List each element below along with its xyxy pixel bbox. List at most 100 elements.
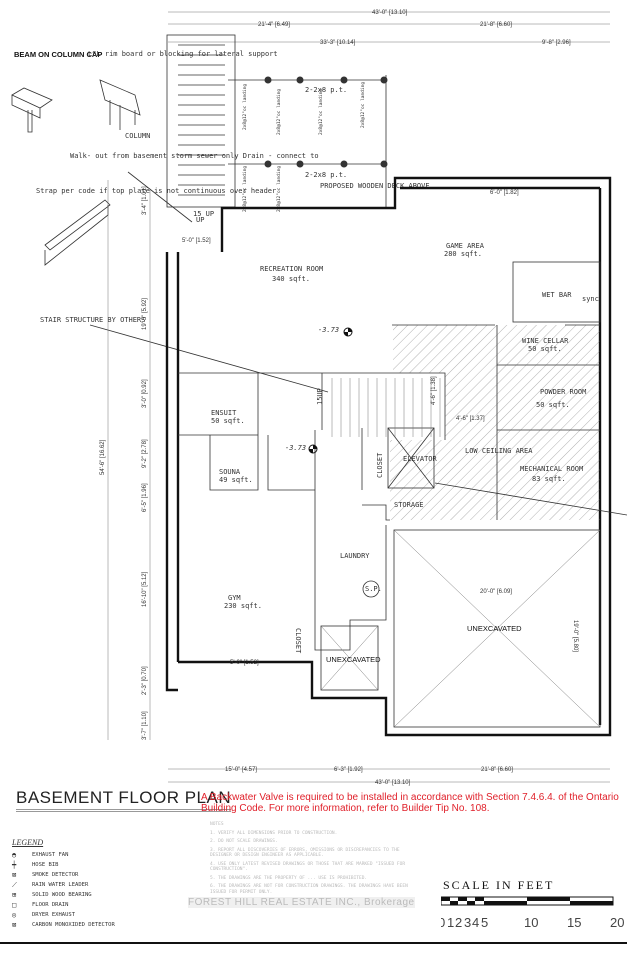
room-game-area: 280 sqft. [444,250,482,258]
legend-label: FLOOR DRAIN [32,902,69,908]
note-item: 1. VERIFY ALL DIMENSIONS PRIOR TO CONSTR… [210,830,338,836]
room-powder-area: 50 sqft. [536,401,570,409]
deck-joist-label: 2x8@12"oc landing [276,89,282,135]
dim-bottom-c: 21'-8" [6.60] [481,767,513,773]
deck-joist-label: 2x8@12"oc landing [318,89,324,135]
room-sauna-area: 49 sqft. [219,476,253,484]
scale-tick-label: 0 [441,915,445,930]
dim-unex-w: 20'-0" [6.09] [480,589,512,595]
solid-wood-bearing-icon: ⊞ [12,891,17,899]
interior-dimensions: 4'-6" [1.38] 4'-6" [1.37] 5'-0" [1.52] [230,376,485,666]
dim-left-e: 6'-5" [1.96] [142,483,148,512]
legend-item: ⟋RAIN WATER LEADER [12,880,115,890]
deck-label: PROPOSED WOODEN DECK ABOVE [320,182,430,190]
dim-left-d: 9'-2" [2.78] [142,439,148,468]
notes-heading: NOTES [210,822,224,827]
floor-drain-icon: □ [12,901,17,909]
deck-post [296,160,304,168]
legend-item: ◎ DRYER EXHAUST [12,910,115,920]
dryer-exhaust-icon: ◎ [12,911,17,919]
scale-title: SCALE IN FEET [443,878,555,892]
low-ceiling-hatch [390,325,600,520]
room-wine-name: WINE CELLAR [522,337,569,345]
bottom-dimensions: 15'-0" [4.57] 6'-3" [1.92] 21'-8" [6.60]… [168,767,610,786]
scale-tick-label: 20 [610,915,624,930]
note-item: 6. THE DRAWINGS ARE NOT FOR CONSTRUCTION… [210,884,408,895]
room-ensuite-name: ENSUIT [211,409,237,417]
room-powder-name: POWDER ROOM [540,388,586,396]
room-wine-area: 50 sqft. [528,345,562,353]
scale-segment [570,901,613,905]
hall-closet-label: CLOSET [376,452,384,478]
dim-left-f: 16'-10" [5.12] [142,571,148,607]
lsl-rim-note: LSL rim board or blocking for lateral su… [88,50,278,58]
dim-left-c: 3'-0" [0.92] [142,379,148,408]
exhaust-fan-icon: ◓ [12,851,17,859]
dim-left-a: 3'-4" [1.01] [142,186,148,215]
backwater-valve-note: A Backwater Valve is required to be inst… [201,792,619,814]
deck-framing: 2x8@12"oc landing 2x8@12"oc landing 2x8@… [166,34,430,244]
hose-bib-icon: ┿ [12,861,17,869]
unexcavated-large-label: UNEXCAVATED [467,624,522,633]
legend-item: ⊠ SMOKE DETECTOR [12,870,115,880]
walkout-note: Walk- out from basement storm sewer only… [70,152,319,160]
entry-up-label: UP [196,216,204,224]
scale-segment [527,897,570,901]
room-recreation-name: RECREATION ROOM [260,265,323,273]
left-dimensions: 3'-4" [1.01] 19'-5" [5.92] 3'-0" [0.92] … [100,180,151,740]
room-game-name: GAME AREA [446,242,485,250]
scale-segment [450,901,458,905]
legend-item: ┿HOSE BIB [12,860,115,870]
storage-label: STORAGE [394,501,424,509]
dim-top-left: 21'-4" [6.49] [258,22,290,28]
unexcavated-areas: UNEXCAVATED UNEXCAVATED 20'-0" [6.09] 19… [320,529,601,728]
room-mechanical-name: MECHANICAL ROOM [520,465,583,473]
legend-label: CARBON MONOXIDED DETECTOR [32,922,115,928]
legend-label: DRYER EXHAUST [32,912,76,918]
scale-tick-label: 10 [524,915,538,930]
deck-stairs-label: 15 UP [193,210,214,218]
plan-title: BASEMENT FLOOR PLAN [16,788,232,812]
legend-item: ⊞SOLID WOOD BEARING [12,890,115,900]
dim-top-right: 21'-8" [6.60] [480,22,512,28]
deck-post [340,160,348,168]
scale-segment [441,897,450,901]
wet-bar-sink: sync [582,295,599,303]
low-ceiling-label: LOW CEILING AREA [465,447,533,455]
deck-joist-label: 2x8@12"oc landing [276,166,282,212]
room-mechanical-area: 83 sqft. [532,475,566,483]
column-label: COLUMN [125,132,150,140]
watermark: FOREST HILL REAL ESTATE INC., Brokerage [188,897,415,908]
detail-sketches: BEAM ON COLUMN CAP LSL rim board or bloc… [11,50,329,393]
dim-top-b: 9'-8" [2.96] [542,40,571,46]
interior-stairs-label: 15UP [316,388,324,405]
legend-label: SMOKE DETECTOR [32,872,79,878]
scale-tick-label: 3 [464,915,471,930]
deck-beam-label-2: 2-2x8 p.t. [305,171,347,179]
dim-left-b: 19'-5" [5.92] [142,298,148,330]
dim-bottom-b: 6'-3" [1.92] [334,767,363,773]
scale-tick-label: 15 [567,915,581,930]
legend-item: ◓ EXHAUST FAN [12,850,115,860]
carbon-monoxide-detector-icon: ⊠ [12,921,17,929]
scale-segment [458,897,467,901]
section-line [434,482,627,516]
deck-post [380,76,388,84]
stair-structure-note: STAIR STRUCTURE BY OTHERS [40,316,145,324]
room-ensuite-area: 50 sqft. [211,417,245,425]
dim-bottom-a: 15'-0" [4.57] [225,767,257,773]
legend-label: RAIN WATER LEADER [32,882,89,888]
dim-top-total: 43'-0" [13.10] [372,10,408,16]
smoke-detector-icon: ⊠ [12,871,17,879]
unexcavated-small-label: UNEXCAVATED [326,655,381,664]
room-recreation-area: 340 sqft. [272,275,310,283]
deck-post [264,160,272,168]
dim-bottom-total: 43'-0" [13.10] [375,780,411,786]
deck-post [340,76,348,84]
note-item: 2. DO NOT SCALE DRAWINGS. [210,839,278,844]
room-labels: RECREATION ROOM 340 sqft. GAME AREA 280 … [196,216,601,654]
legend-label: EXHAUST FAN [32,852,69,858]
dim-left-h: 3'-7" [1.10] [142,711,148,740]
